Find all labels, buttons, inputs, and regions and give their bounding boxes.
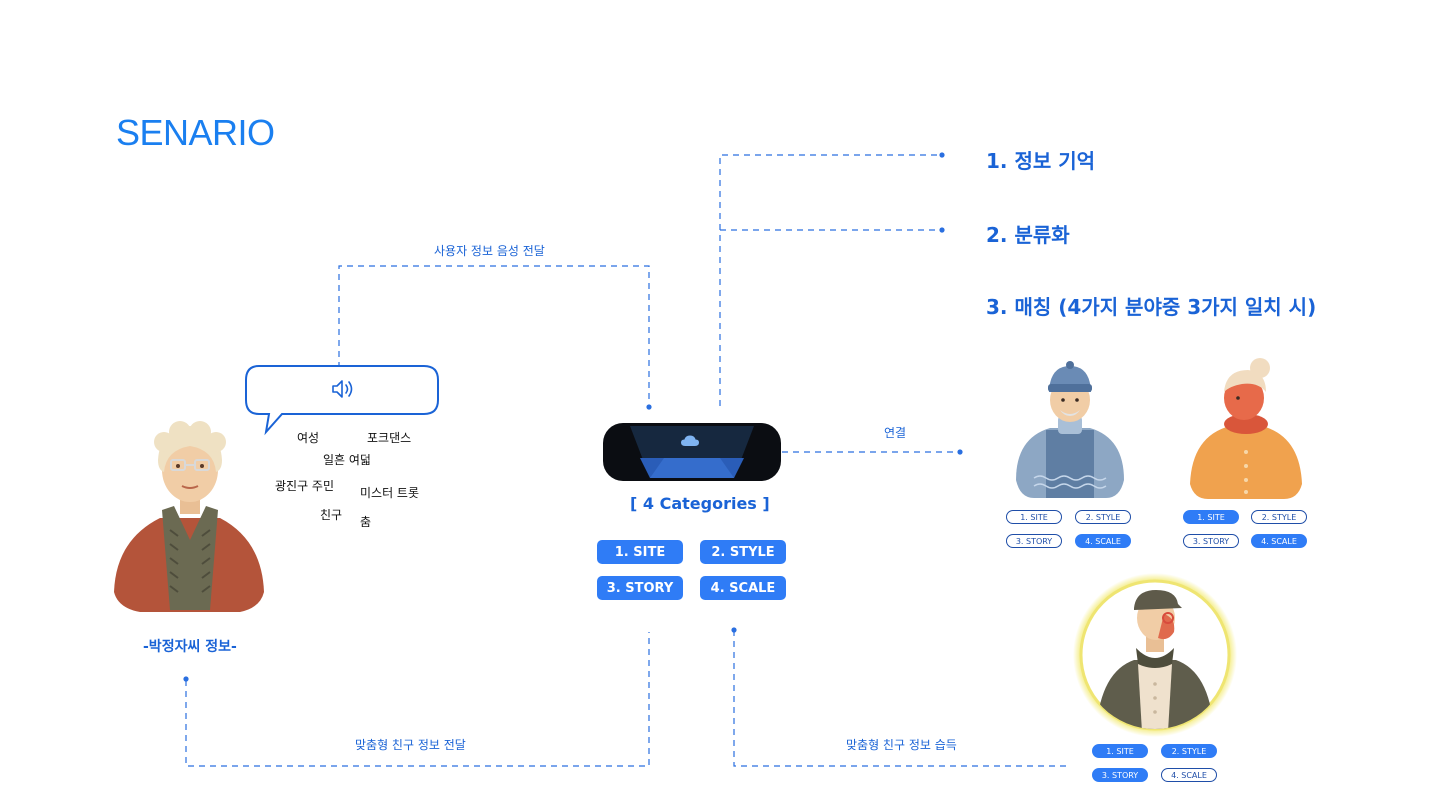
categories-title: [ 4 Categories ] [630, 494, 770, 513]
match-2-tag-story: 3. STORY [1183, 534, 1239, 548]
match-1-tag-scale: 4. SCALE [1075, 534, 1131, 548]
smart-speaker-device [603, 423, 781, 481]
friend-info-acquire-label: 맞춤형 친구 정보 습득 [846, 738, 957, 752]
connect-label: 연결 [884, 426, 907, 440]
keyword-age: 일흔 여덟 [323, 453, 371, 467]
keyword-folkdance: 포크댄스 [367, 431, 412, 445]
match-3-tag-scale: 4. SCALE [1161, 768, 1217, 782]
match-candidate-1-avatar [1016, 361, 1124, 498]
keyword-gender: 여성 [297, 431, 320, 445]
cloud-logo-icon [681, 435, 699, 446]
match-3-tag-story: 3. STORY [1092, 768, 1148, 782]
category-story-button[interactable]: 3. STORY [597, 576, 683, 600]
category-style-button[interactable]: 2. STYLE [700, 540, 786, 564]
keyword-tv-show: 미스터 트롯 [360, 486, 420, 500]
category-scale-button[interactable]: 4. SCALE [700, 576, 786, 600]
keyword-residence: 광진구 주민 [275, 479, 335, 493]
match-3-tag-style: 2. STYLE [1161, 744, 1217, 758]
match-candidate-2-avatar [1190, 358, 1302, 499]
match-2-tag-site: 1. SITE [1183, 510, 1239, 524]
voice-transfer-label: 사용자 정보 음성 전달 [434, 244, 545, 258]
match-2-tag-style: 2. STYLE [1251, 510, 1307, 524]
step-remember-info: 1. 정보 기억 [986, 149, 1096, 173]
match-1-tag-style: 2. STYLE [1075, 510, 1131, 524]
match-1-tag-story: 3. STORY [1006, 534, 1062, 548]
match-2-tag-scale: 4. SCALE [1251, 534, 1307, 548]
match-candidate-3-avatar [1073, 573, 1237, 737]
keyword-dance: 춤 [360, 515, 372, 529]
speaker-icon [332, 380, 353, 398]
friend-info-transfer-label: 맞춤형 친구 정보 전달 [355, 738, 466, 752]
match-1-tag-site: 1. SITE [1006, 510, 1062, 524]
elderly-woman-avatar [114, 421, 264, 612]
step-matching: 3. 매칭 (4가지 분야중 3가지 일치 시) [986, 295, 1317, 319]
speech-bubble [245, 365, 439, 436]
keyword-friend: 친구 [320, 508, 343, 522]
category-site-button[interactable]: 1. SITE [597, 540, 683, 564]
step-classify: 2. 분류화 [986, 223, 1070, 247]
match-3-tag-site: 1. SITE [1092, 744, 1148, 758]
page-title: SENARIO [116, 112, 275, 153]
user-name-label: -박정자씨 정보- [143, 639, 237, 655]
